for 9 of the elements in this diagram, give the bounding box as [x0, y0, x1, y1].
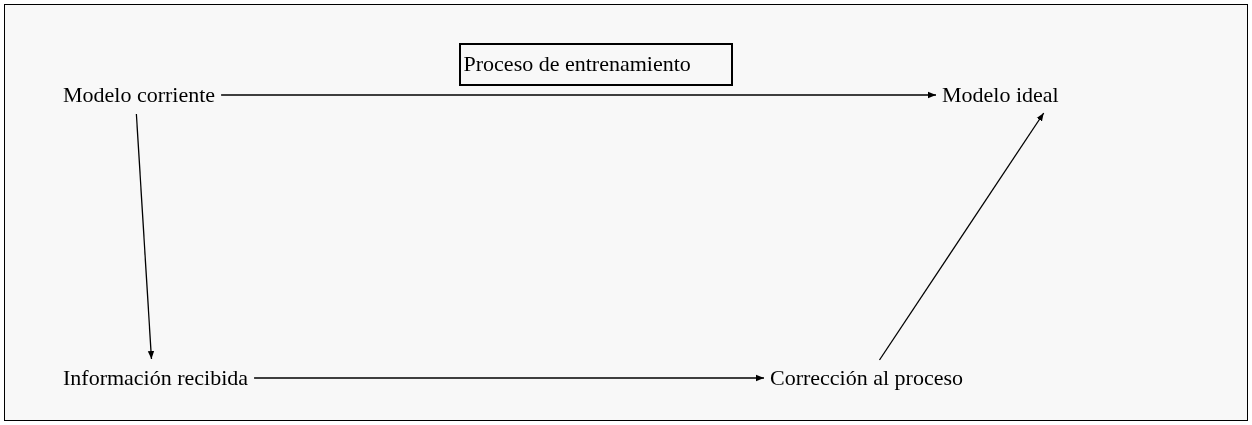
- node-text: Corrección al proceso: [770, 365, 964, 391]
- node-text: Modelo ideal: [942, 82, 1059, 108]
- arrow: [135, 113, 155, 360]
- arrow: [220, 91, 937, 99]
- node-text: Modelo corriente: [63, 82, 216, 108]
- arrow: [253, 374, 765, 382]
- node-text: Información recibida: [63, 365, 249, 391]
- edge-label: Proceso de entrenamiento: [458, 43, 733, 86]
- arrow: [878, 112, 1045, 361]
